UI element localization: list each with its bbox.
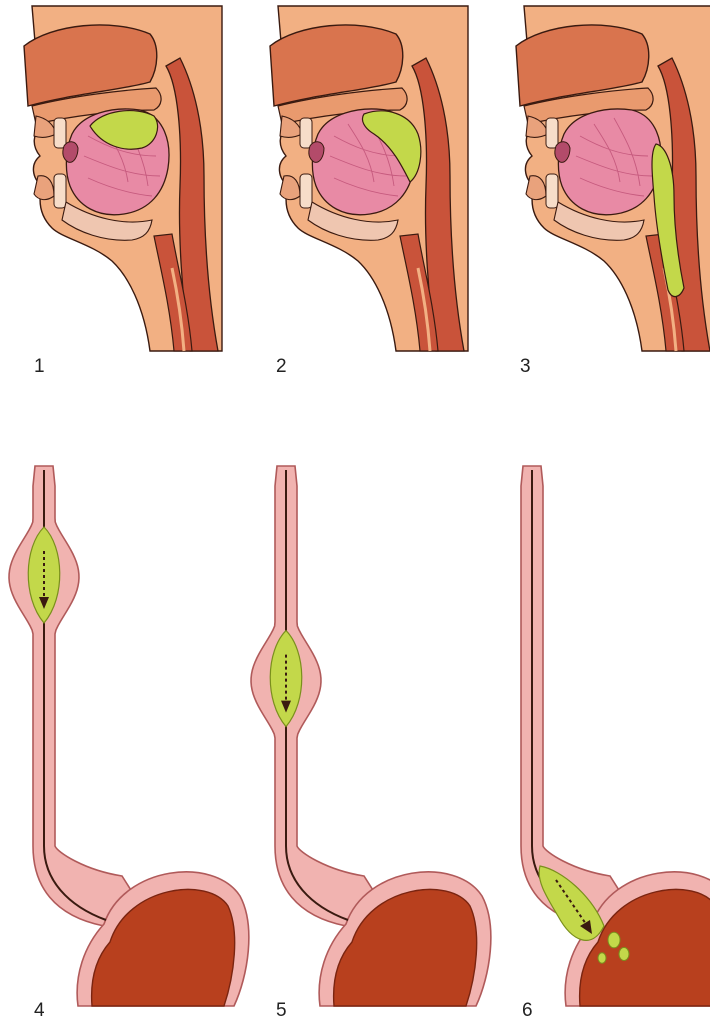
- panel-5-esophagus: [251, 466, 491, 1006]
- panel-4-esophagus: [9, 466, 249, 1006]
- esophagus-wall: [251, 466, 378, 926]
- esophagus-wall: [9, 466, 136, 926]
- panel-label-4: 4: [34, 1000, 45, 1021]
- esophagus-wall: [521, 466, 624, 926]
- bolus-droplet-1: [608, 932, 620, 948]
- panel-label-2: 2: [276, 356, 287, 377]
- panel-6-esophagus: [521, 466, 710, 1006]
- bolus-droplet-3: [598, 953, 606, 963]
- panel-label-6: 6: [522, 1000, 533, 1021]
- panel-label-1: 1: [34, 356, 45, 377]
- panel-label-5: 5: [276, 1000, 287, 1021]
- panel-3-mouth: [516, 6, 710, 351]
- esophagus-panels: [9, 466, 710, 1006]
- panel-label-3: 3: [520, 356, 531, 377]
- bolus-droplet-2: [619, 948, 629, 961]
- panel-2-mouth: [270, 6, 468, 351]
- panel-1-mouth: [24, 6, 222, 351]
